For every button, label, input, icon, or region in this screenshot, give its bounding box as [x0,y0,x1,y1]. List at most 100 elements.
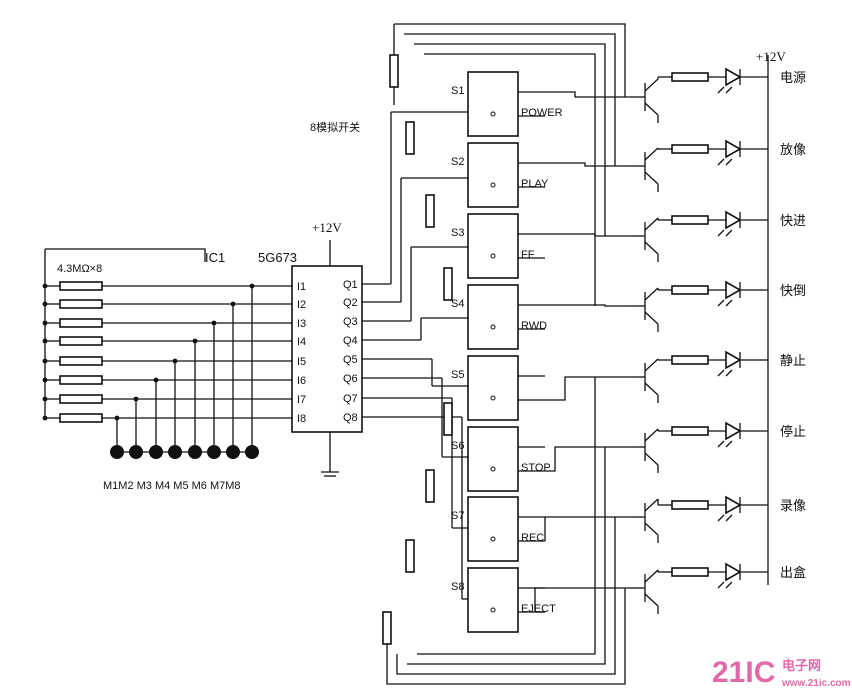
junction-dot [133,396,139,402]
junction-dot [249,283,255,289]
wire [545,304,630,307]
input-resistor-4 [59,336,103,346]
led-4 [725,280,742,300]
wire [717,440,725,448]
wire [725,581,733,589]
switch-ref-label: S2 [451,156,464,168]
wire [544,516,630,541]
wire [644,428,659,442]
indicator-label: 静止 [780,353,806,368]
indicator-label: 电源 [780,70,806,85]
led-resistor-6 [671,426,709,436]
ic-output-label: Q7 [343,393,358,405]
wire [725,369,733,377]
input-resistor-7 [59,394,103,404]
switch-contact [490,395,496,401]
wire [725,514,733,522]
switch-ref-label: S3 [451,227,464,239]
junction-dot [192,338,198,344]
indicator-label: 出盒 [780,565,806,580]
switch-name-label: FF [521,249,535,261]
touch-pads-label: M1M2 M3 M4 M5 M6 M7M8 [103,480,241,492]
wire [725,158,733,166]
pullup-resistor-7 [405,539,415,573]
pullup-resistor-1 [389,54,399,88]
bottom-loop [407,447,606,665]
ic-output-label: Q3 [343,316,358,328]
watermark-brand: 21IC [712,656,775,689]
wire [644,78,659,92]
indicator-label: 快倒 [780,283,806,298]
bus-top [45,248,206,262]
led-6 [725,421,742,441]
resistor-note: 4.3MΩ×8 [57,263,102,275]
wire [725,440,733,448]
led-3 [725,210,742,230]
wire [545,446,630,472]
ic-body [291,265,363,433]
junction-dot [172,358,178,364]
pullup-resistor-2 [405,121,415,155]
switch-contact [490,253,496,259]
wire [644,498,659,512]
wire [717,581,725,589]
supply-ic-label: +12V [312,220,342,235]
switch-box-7 [467,496,519,562]
junction-dot [42,283,48,289]
switch-name-label: PLAY [521,178,549,190]
touch-pad-8 [245,445,259,459]
junction-dot [42,358,48,364]
wire [644,241,659,255]
ic-input-label: I3 [297,318,306,330]
ic-input-label: I7 [297,394,306,406]
wire [725,229,733,237]
wire [644,311,659,325]
switch-name-label: RWD [521,320,547,332]
led-resistor-8 [671,567,709,577]
led-resistor-7 [671,500,709,510]
ic-output-label: Q1 [343,279,358,291]
watermark-cn: 电子网 [782,658,821,673]
touch-pad-7 [226,445,240,459]
junction-dot [114,415,120,421]
switch-name-label: EJECT [521,603,556,615]
wire [644,382,659,396]
switch-box-6 [467,426,519,492]
switch-ref-label: S1 [451,85,464,97]
wire [545,162,630,167]
switch-name-label: POWER [521,107,563,119]
ic-ref-label: IC1 [205,250,225,265]
switch-box-4 [467,284,519,350]
top-loop [424,53,596,306]
led-7 [725,495,742,515]
touch-pad-3 [149,445,163,459]
pullup-resistor-8 [382,611,392,645]
bottom-loop [386,588,626,685]
wire [545,376,630,401]
wire [717,229,725,237]
ic-output-label: Q5 [343,354,358,366]
switch-ref-label: S7 [451,510,464,522]
switch-box-8 [467,567,519,633]
led-2 [725,139,742,159]
switch-ref-label: S4 [451,298,464,310]
junction-dot [211,320,217,326]
wire [644,102,659,116]
switch-contact [490,111,496,117]
wire [644,452,659,466]
switch-ref-label: S5 [451,369,464,381]
indicator-label: 录像 [780,498,806,513]
input-resistor-2 [59,299,103,309]
indicator-label: 停止 [780,424,806,439]
switch-name-label: STOP [521,462,551,474]
ic-output-label: Q2 [343,297,358,309]
switch-box-3 [467,213,519,279]
wire [717,86,725,94]
wire [644,522,659,536]
input-resistor-6 [59,375,103,385]
wire [717,158,725,166]
led-5 [725,350,742,370]
wire [717,514,725,522]
ic-output-label: Q6 [343,373,358,385]
bottom-loop [396,517,616,675]
